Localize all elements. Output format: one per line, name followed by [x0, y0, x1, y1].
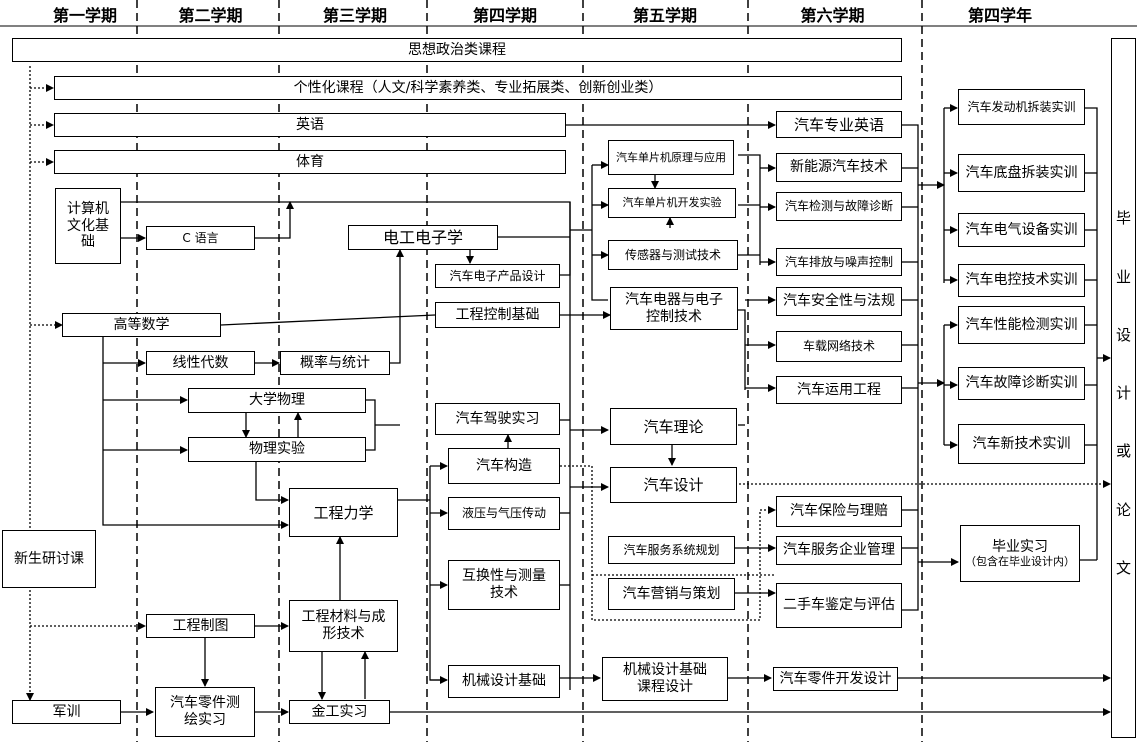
semester-header-5: 第五学期 [632, 6, 697, 25]
course-english: 英语 [54, 113, 566, 137]
thesis-char: 文 [1115, 558, 1131, 577]
course-driving-practice: 汽车驾驶实习 [435, 403, 560, 435]
course-military: 军训 [12, 700, 121, 724]
lab-fault: 汽车故障诊断实训 [958, 367, 1085, 400]
course-operation: 汽车运用工程 [776, 376, 902, 404]
thesis-char: 毕 [1115, 209, 1131, 228]
course-physics-lab: 物理实验 [188, 437, 366, 462]
thesis-char: 业 [1115, 267, 1131, 286]
course-new-energy: 新能源汽车技术 [776, 153, 902, 182]
course-eng-control: 工程控制基础 [435, 302, 560, 328]
lab-performance: 汽车性能检测实训 [958, 306, 1085, 344]
course-politics: 思想政治类课程 [12, 38, 902, 62]
course-mcu-dev: 汽车单片机开发实验 [608, 188, 736, 218]
course-parts-survey: 汽车零件测绘实习 [155, 687, 255, 737]
course-diagnosis: 汽车检测与故障诊断 [776, 192, 902, 221]
graduation-thesis: 毕 业 设 计 或 论 文 [1111, 38, 1136, 738]
course-network: 车载网络技术 [776, 331, 902, 362]
course-mcu-principle: 汽车单片机原理与应用 [608, 140, 734, 175]
lab-new-tech: 汽车新技术实训 [958, 424, 1085, 464]
course-mech-design: 机械设计基础 [448, 665, 560, 698]
course-mech-design-course: 机械设计基础课程设计 [602, 657, 728, 701]
course-auto-elec-design: 汽车电子产品设计 [435, 264, 560, 288]
lab-ecu: 汽车电控技术实训 [958, 264, 1085, 297]
course-eng-materials: 工程材料与成形技术 [289, 600, 398, 652]
course-internship: 毕业实习 （包含在毕业设计内） [960, 525, 1080, 582]
course-tolerance: 互换性与测量技术 [448, 560, 560, 610]
course-hydraulics: 液压与气压传动 [448, 497, 560, 530]
course-auto-theory: 汽车理论 [610, 408, 737, 445]
course-insurance: 汽车保险与理赔 [776, 496, 902, 527]
course-used-car: 二手车鉴定与评估 [776, 583, 902, 628]
course-metalwork: 金工实习 [289, 700, 390, 724]
course-freshman-seminar: 新生研讨课 [2, 530, 96, 588]
thesis-char: 或 [1115, 442, 1131, 461]
lab-chassis: 汽车底盘拆装实训 [958, 154, 1085, 192]
course-eng-mechanics: 工程力学 [289, 488, 398, 537]
lab-engine: 汽车发动机拆装实训 [958, 89, 1085, 125]
course-electrical: 电工电子学 [348, 225, 498, 250]
course-auto-english: 汽车专业英语 [776, 111, 902, 138]
thesis-char: 计 [1115, 384, 1131, 402]
course-service-planning: 汽车服务系统规划 [608, 536, 735, 564]
course-auto-design: 汽车设计 [610, 467, 737, 503]
course-sensors: 传感器与测试技术 [608, 240, 738, 270]
course-c-language: C 语言 [146, 226, 255, 250]
course-service-mgmt: 汽车服务企业管理 [776, 536, 902, 565]
thesis-char: 设 [1115, 325, 1131, 344]
semester-header-2: 第二学期 [178, 6, 243, 25]
course-pe: 体育 [54, 150, 566, 174]
course-safety: 汽车安全性与法规 [776, 287, 902, 316]
thesis-char: 论 [1115, 500, 1131, 519]
semester-header-1: 第一学期 [52, 6, 117, 25]
internship-title: 毕业实习 [992, 538, 1048, 555]
course-linear-algebra: 线性代数 [146, 351, 255, 375]
course-computer: 计算机文化基础 [55, 188, 121, 264]
course-parts-dev: 汽车零件开发设计 [773, 667, 898, 691]
internship-note: （包含在毕业设计内） [965, 555, 1075, 569]
course-probability: 概率与统计 [280, 351, 390, 375]
course-marketing: 汽车营销与策划 [608, 578, 735, 610]
lab-elec-equip: 汽车电气设备实训 [958, 213, 1085, 247]
course-advanced-math: 高等数学 [62, 313, 221, 337]
course-college-physics: 大学物理 [188, 388, 366, 413]
semester-header-4: 第四学期 [472, 6, 537, 25]
course-eng-drawing: 工程制图 [146, 614, 255, 638]
semester-header-6: 第六学期 [800, 6, 865, 25]
course-auto-structure: 汽车构造 [448, 448, 560, 484]
semester-header-year4: 第四学年 [967, 6, 1032, 25]
course-emission: 汽车排放与噪声控制 [776, 248, 902, 276]
course-personalized: 个性化课程（人文/科学素养类、专业拓展类、创新创业类） [54, 76, 902, 100]
semester-header-3: 第三学期 [322, 6, 387, 25]
course-auto-electrical-control: 汽车电器与电子控制技术 [610, 287, 738, 330]
